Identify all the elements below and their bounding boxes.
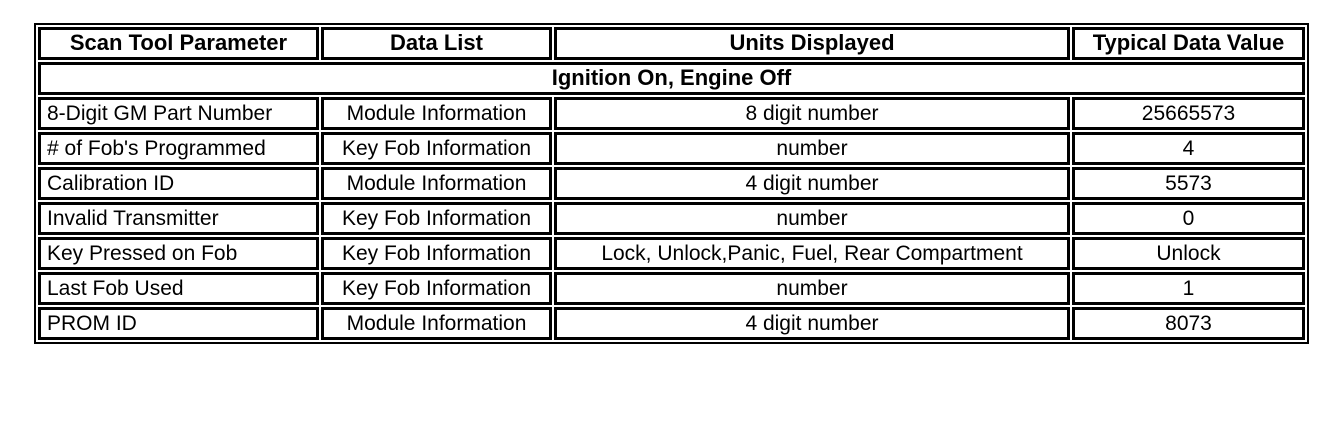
cell-value: Unlock: [1072, 237, 1305, 270]
cell-data-list: Key Fob Information: [321, 237, 552, 270]
cell-value: 25665573: [1072, 97, 1305, 130]
header-scan-tool-parameter: Scan Tool Parameter: [38, 27, 319, 60]
cell-units: 4 digit number: [554, 307, 1070, 340]
cell-units: Lock, Unlock,Panic, Fuel, Rear Compartme…: [554, 237, 1070, 270]
cell-units: number: [554, 132, 1070, 165]
table-row: # of Fob's Programmed Key Fob Informatio…: [38, 132, 1305, 165]
header-row: Scan Tool Parameter Data List Units Disp…: [38, 27, 1305, 60]
section-row: Ignition On, Engine Off: [38, 62, 1305, 95]
table-row: Invalid Transmitter Key Fob Information …: [38, 202, 1305, 235]
cell-units: 4 digit number: [554, 167, 1070, 200]
cell-data-list: Module Information: [321, 97, 552, 130]
header-typical-data-value: Typical Data Value: [1072, 27, 1305, 60]
table-row: Key Pressed on Fob Key Fob Information L…: [38, 237, 1305, 270]
cell-units: number: [554, 272, 1070, 305]
cell-data-list: Key Fob Information: [321, 202, 552, 235]
cell-parameter: Last Fob Used: [38, 272, 319, 305]
cell-units: 8 digit number: [554, 97, 1070, 130]
cell-value: 1: [1072, 272, 1305, 305]
section-label: Ignition On, Engine Off: [38, 62, 1305, 95]
cell-parameter: PROM ID: [38, 307, 319, 340]
cell-data-list: Key Fob Information: [321, 272, 552, 305]
header-data-list: Data List: [321, 27, 552, 60]
cell-data-list: Module Information: [321, 167, 552, 200]
cell-value: 4: [1072, 132, 1305, 165]
cell-value: 0: [1072, 202, 1305, 235]
cell-units: number: [554, 202, 1070, 235]
table-row: Calibration ID Module Information 4 digi…: [38, 167, 1305, 200]
cell-parameter: Calibration ID: [38, 167, 319, 200]
table-row: Last Fob Used Key Fob Information number…: [38, 272, 1305, 305]
scan-tool-data-table: Scan Tool Parameter Data List Units Disp…: [34, 23, 1309, 344]
cell-data-list: Module Information: [321, 307, 552, 340]
cell-data-list: Key Fob Information: [321, 132, 552, 165]
cell-parameter: 8-Digit GM Part Number: [38, 97, 319, 130]
header-units-displayed: Units Displayed: [554, 27, 1070, 60]
table-row: 8-Digit GM Part Number Module Informatio…: [38, 97, 1305, 130]
cell-parameter: # of Fob's Programmed: [38, 132, 319, 165]
cell-parameter: Invalid Transmitter: [38, 202, 319, 235]
table-row: PROM ID Module Information 4 digit numbe…: [38, 307, 1305, 340]
cell-value: 5573: [1072, 167, 1305, 200]
cell-parameter: Key Pressed on Fob: [38, 237, 319, 270]
cell-value: 8073: [1072, 307, 1305, 340]
